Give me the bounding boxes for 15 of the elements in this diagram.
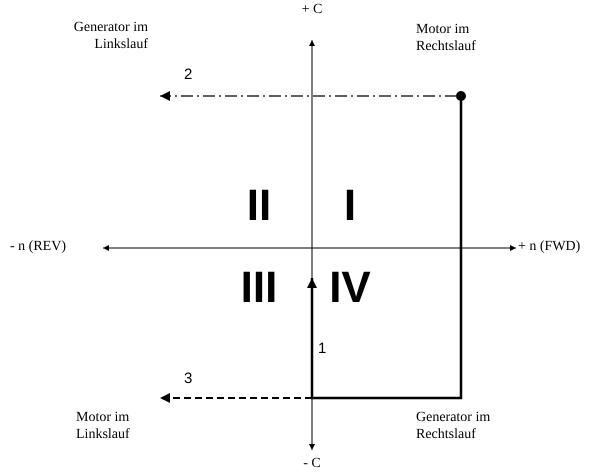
state-label: Generator im Rechtslauf bbox=[416, 410, 490, 442]
axis-label: - C bbox=[303, 456, 321, 471]
path-number: 3 bbox=[184, 370, 192, 387]
quadrant-number: IV bbox=[329, 263, 371, 312]
quadrant-number: I bbox=[344, 181, 356, 230]
path-number: 1 bbox=[318, 340, 326, 357]
axis-label: - n (REV) bbox=[10, 239, 66, 254]
axis-label: + n (FWD) bbox=[518, 239, 580, 254]
state-label: Generator im Linkslauf bbox=[74, 20, 148, 52]
state-label: Motor im Rechtslauf bbox=[416, 22, 476, 54]
axis-label: + C bbox=[302, 2, 322, 17]
path-number: 2 bbox=[184, 66, 192, 83]
quadrant-number: III bbox=[240, 263, 278, 312]
quadrant-number: II bbox=[246, 181, 272, 230]
state-label: Motor im Linkslauf bbox=[76, 410, 130, 442]
